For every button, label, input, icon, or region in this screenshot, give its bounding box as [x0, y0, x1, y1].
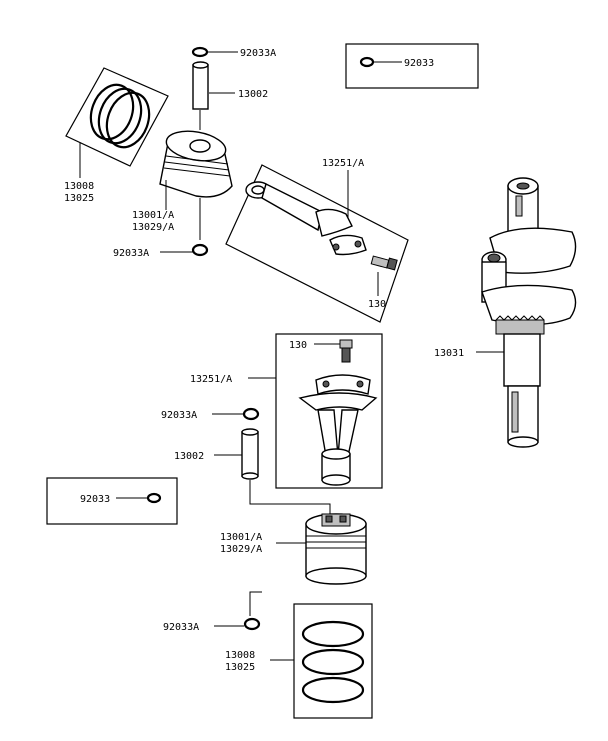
circlip-icon — [191, 46, 209, 58]
part-label-rings-bottom-b: 13025 — [225, 662, 255, 673]
part-label-circlip-mid: 92033A — [113, 248, 149, 259]
part-label-pin-bottom: 13002 — [174, 451, 204, 462]
crankshaft-icon — [481, 177, 577, 448]
part-label-rings-top-b: 13025 — [64, 193, 94, 204]
circlip-icon — [359, 56, 375, 68]
part-label-circlip-box-bottom: 92033 — [80, 494, 110, 505]
piston-ring-set-icon — [301, 620, 365, 704]
connecting-rod-icon — [245, 181, 367, 256]
piston-ring-set-icon — [89, 83, 151, 149]
part-label-circlip-bottom: 92033A — [163, 622, 199, 633]
part-label-circlip-box-top: 92033 — [404, 58, 434, 69]
circlip-icon — [242, 407, 260, 421]
conrod-bolt-icon — [370, 255, 398, 271]
part-label-rings-bottom-a: 13008 — [225, 650, 255, 661]
part-label-bolt-top: 130 — [368, 299, 386, 310]
conrod-frame-top — [225, 164, 409, 323]
connecting-rod-icon — [298, 374, 378, 486]
piston-icon — [305, 513, 367, 585]
part-label-piston-bottom-b: 13029/A — [220, 544, 262, 555]
conrod-frame-bottom — [275, 333, 383, 489]
part-label-conrod-top: 13251/A — [322, 158, 364, 169]
part-label-crankshaft: 13031 — [434, 348, 464, 359]
conrod-bolt-icon — [339, 339, 353, 363]
circlip-icon — [243, 617, 261, 631]
ring-set-frame — [65, 67, 169, 167]
part-label-conrod-bottom: 13251/A — [190, 374, 232, 385]
part-label-bolt-bottom: 130 — [289, 340, 307, 351]
circlip-inset-box — [345, 43, 479, 89]
circlip-icon — [191, 243, 209, 257]
part-label-circlip-low: 92033A — [161, 410, 197, 421]
ring-set-frame — [293, 603, 373, 719]
circlip-icon — [146, 492, 162, 504]
part-label-circlip-top: 92033A — [240, 48, 276, 59]
part-label-piston-top-a: 13001/A — [132, 210, 174, 221]
part-label-piston-bottom-a: 13001/A — [220, 532, 262, 543]
piston-pin-icon — [192, 61, 209, 110]
part-label-piston-top-b: 13029/A — [132, 222, 174, 233]
piston-icon — [159, 130, 233, 198]
part-label-pin-top: 13002 — [238, 89, 268, 100]
piston-pin-icon — [241, 428, 259, 480]
circlip-inset-box — [46, 477, 178, 525]
part-label-rings-top-a: 13008 — [64, 181, 94, 192]
